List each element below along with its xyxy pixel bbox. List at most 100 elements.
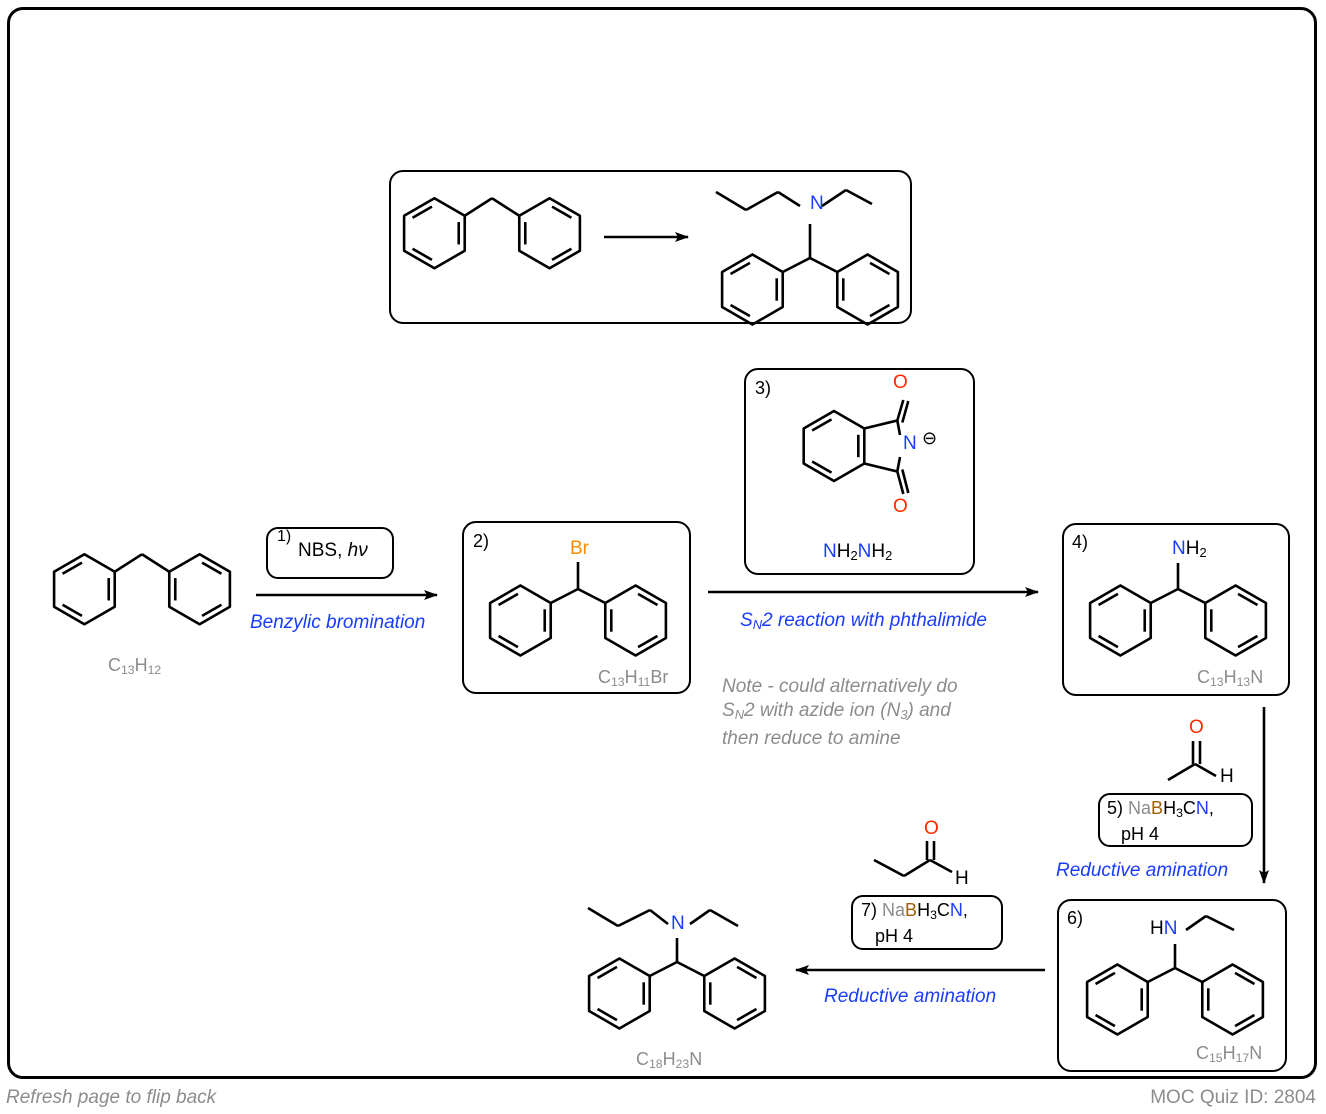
amine-bond (1177, 587, 1206, 605)
amine-bond (1150, 587, 1179, 605)
note-line-1: Note - could alternatively do (722, 676, 958, 697)
hydrazine-reagent: NH2NH2 (823, 541, 893, 564)
target-propyl (777, 190, 801, 208)
quiz-card-frame[interactable] (7, 7, 1317, 1079)
propanal-bond (873, 858, 905, 878)
product-formula: C18H23N (636, 1049, 703, 1072)
starting-material-bond (114, 553, 143, 573)
propyl (617, 908, 651, 928)
propyl (649, 908, 669, 926)
step1-label: Benzylic bromination (250, 612, 426, 633)
step4-box (1062, 523, 1290, 696)
step3-reagent-box (744, 368, 975, 575)
carbonyl (896, 399, 905, 421)
product-ring-left (587, 957, 652, 1030)
aromatic-double-bond (1234, 1013, 1256, 1028)
quiz-id: MOC Quiz ID: 2804 (1150, 1087, 1316, 1108)
step7-ph: pH 4 (875, 926, 914, 947)
step5-reagent: 5) NaBH3CN, pH 4 (1107, 798, 1214, 845)
aromatic-double-bond (497, 634, 519, 649)
step6-box (1057, 899, 1287, 1072)
imide-bond (896, 420, 902, 436)
imide-bond (864, 462, 898, 473)
imide-bond (896, 456, 902, 472)
phthalimide-oxygen-top: O (893, 372, 908, 393)
aromatic-double-bond (61, 561, 83, 575)
propanal-oxygen: O (924, 818, 939, 839)
aromatic-double-bond (411, 205, 433, 219)
step3-note: Note - could alternatively do SN2 with a… (722, 675, 958, 751)
step4-formula: C13H13N (1197, 667, 1264, 690)
step6-formula: C15H17N (1196, 1043, 1263, 1066)
note-line-3: then reduce to amine (722, 728, 901, 750)
step1-light: hν (347, 540, 368, 561)
starting-material-bond (141, 553, 170, 573)
aromatic-double-bond (201, 603, 223, 618)
aromatic-double-bond (1094, 971, 1116, 986)
bromine-atom: Br (570, 538, 589, 559)
aromatic-double-bond (811, 460, 833, 474)
secondary-amine-nh: HN (1150, 918, 1178, 939)
aromatic-double-bond (1234, 971, 1256, 986)
target-ethyl (845, 188, 873, 206)
target-propyl (715, 190, 747, 212)
aromatic-double-bond (61, 603, 83, 618)
carbonyl (901, 400, 910, 423)
product-nitrogen-atom: N (671, 913, 685, 934)
target-product-bond (782, 256, 811, 274)
aromatic-double-bond (1237, 634, 1259, 649)
acetaldehyde-oxygen: O (1189, 717, 1204, 738)
starting-material-ring-left (52, 552, 117, 626)
step3-label: SN2 reaction with phthalimide (740, 610, 987, 633)
propanal-bond (903, 858, 931, 878)
aromatic-double-bond (637, 592, 659, 607)
aromatic-double-bond (1237, 592, 1259, 607)
step2-box (462, 521, 691, 694)
aromatic-double-bond (637, 634, 659, 649)
step5-reagent-box (1098, 793, 1253, 847)
aromatic-double-bond (596, 1007, 618, 1022)
carbonyl (901, 469, 910, 494)
target-start-bond (464, 197, 493, 217)
aromatic-double-bond (869, 303, 891, 318)
starting-material-ring-right (167, 552, 232, 626)
aromatic-double-bond (551, 205, 573, 219)
acetaldehyde-hydrogen: H (1220, 766, 1234, 787)
propanal-hydrogen: H (955, 868, 969, 889)
aromatic-double-bond (736, 965, 758, 980)
target-propyl (745, 190, 779, 212)
aromatic-double-bond (811, 418, 833, 432)
negative-charge-icon: ⊖ (922, 428, 938, 448)
acetaldehyde-bond (1167, 762, 1196, 782)
refresh-hint[interactable]: Refresh page to flip back (6, 1087, 217, 1108)
aromatic-double-bond (729, 303, 751, 318)
carbonyl (896, 471, 905, 495)
product-ring-right (702, 957, 767, 1030)
aromatic-double-bond (411, 247, 433, 262)
step1-reagent-text: NBS, (298, 540, 348, 561)
secondary-amine-bond (1174, 966, 1203, 984)
aromatic-double-bond (551, 247, 573, 262)
propanal-bond (929, 858, 953, 874)
ethyl (709, 908, 739, 928)
target-product-bond (809, 256, 838, 274)
amine-nh2: NH2 (1172, 538, 1207, 561)
product-bond (649, 960, 678, 978)
step4-number: 4) (1072, 532, 1089, 552)
step1-reagent-box (266, 527, 394, 579)
ethyl (1205, 914, 1235, 932)
phthalimide-nitrogen: N (903, 433, 917, 454)
step7-reagent: 7) NaBH3CN, pH 4 (861, 900, 968, 947)
aromatic-double-bond (736, 1007, 758, 1022)
propyl (587, 906, 619, 928)
acetaldehyde-bond (1194, 762, 1217, 778)
step5-label: Reductive amination (1056, 860, 1229, 881)
aromatic-double-bond (869, 261, 891, 276)
imide-bond (864, 419, 898, 430)
step2-formula: C13H11Br (598, 667, 669, 690)
aromatic-double-bond (729, 261, 751, 276)
phthalimide-oxygen-bottom: O (893, 496, 908, 517)
step2-number: 2) (473, 531, 490, 551)
bromide-bond (577, 587, 606, 605)
step1-number: 1) (277, 528, 292, 545)
